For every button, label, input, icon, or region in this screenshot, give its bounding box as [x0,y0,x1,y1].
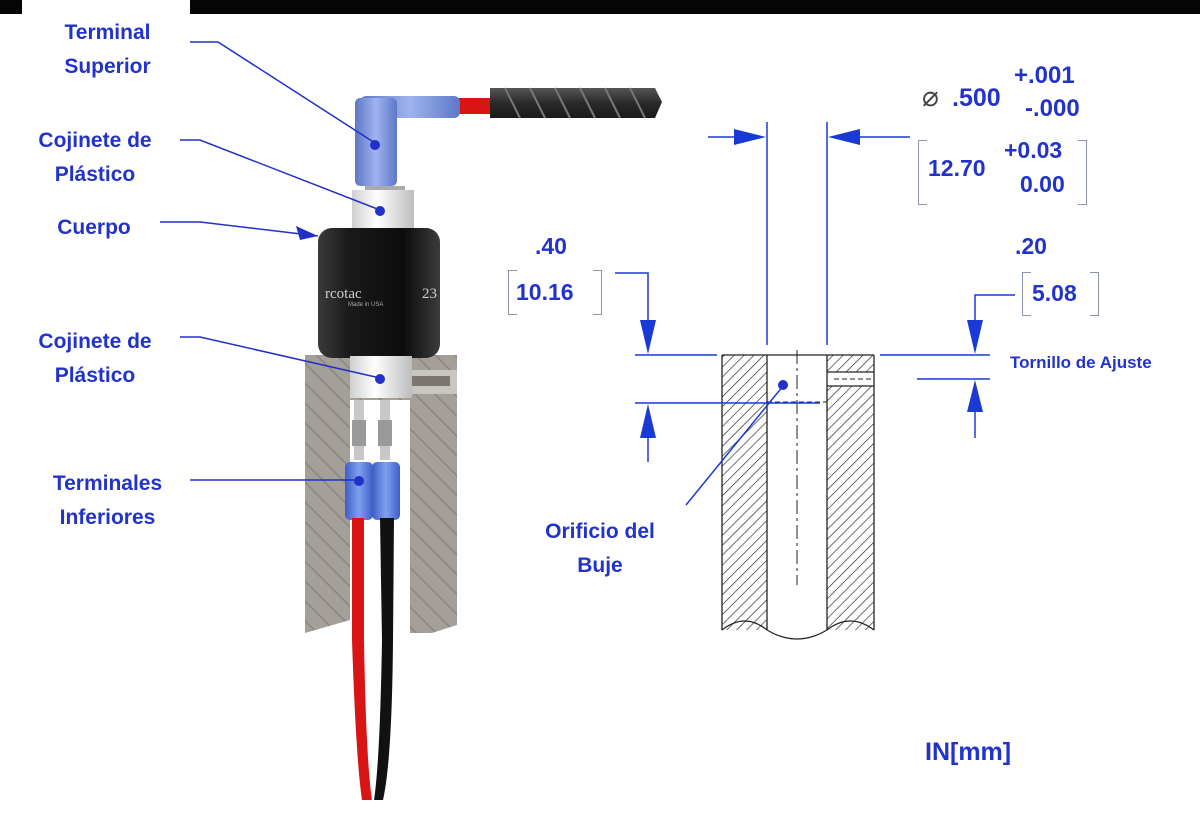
diameter-plus: +.001 [1014,62,1075,89]
label-terminal-superior: Terminal Superior [40,16,175,84]
label-terminales-inferiores-line1: Terminales [52,472,163,495]
depth-right-bracket-left [1022,272,1031,316]
label-cojinete-bottom-line1: Cojinete de [38,330,152,353]
leader-markers-left [296,140,788,486]
label-terminal-superior-line1: Terminal [64,21,151,44]
metric-bracket-right [1078,140,1087,205]
label-cojinete-top: Cojinete de Plástico [20,124,170,192]
dimension-arrowheads [640,129,983,438]
depth-left-bracket-left [508,270,517,315]
label-orificio-line1: Orificio del [545,520,655,543]
label-orificio-line2: Buje [577,554,623,577]
depth-left-bracket-right [593,270,602,315]
diameter-metric-plus: +0.03 [1004,137,1063,163]
label-terminales-inferiores: Terminales Inferiores [35,467,180,535]
label-cojinete-bottom-line2: Plástico [54,364,136,387]
metric-bracket-left [918,140,927,205]
label-cojinete-top-line1: Cojinete de [38,129,152,152]
lower-wires [352,518,394,800]
diameter-symbol: ⌀ [922,81,939,112]
depth-left-mm: 10.16 [516,279,574,305]
depth-right-inch: .20 [1015,233,1047,259]
label-orificio: Orificio del Buje [530,515,670,583]
diameter-metric-nominal: 12.70 [928,155,986,181]
label-terminales-inferiores-line2: Inferiores [59,506,156,529]
diameter-nominal: .500 [952,84,1001,112]
body-brand-text: rcotac [325,286,362,302]
diameter-minus: -.000 [1025,95,1080,122]
depth-right-mm: 5.08 [1032,280,1077,306]
top-bar [190,0,1200,14]
leader-lines-left [160,41,381,481]
top-left-bar [0,0,22,14]
depth-left-inch: .40 [535,233,567,259]
label-cojinete-top-line2: Plástico [54,163,136,186]
body-made-in-text: Made in USA [348,302,383,308]
lower-terminals [345,400,400,520]
rotary-body: rcotac Made in USA 23 [318,228,440,358]
depth-right-bracket-right [1090,272,1099,316]
label-cojinete-bottom: Cojinete de Plástico [20,325,170,393]
bore-section-drawing [721,350,875,640]
diameter-metric-minus: 0.00 [1020,171,1065,197]
label-tornillo: Tornillo de Ajuste [1010,353,1152,372]
label-units: IN[mm] [925,738,1012,766]
body-model-text: 23 [422,286,437,302]
label-terminal-superior-line2: Superior [64,55,151,78]
label-cuerpo: Cuerpo [57,216,131,239]
top-wire-sleeve [455,87,662,119]
